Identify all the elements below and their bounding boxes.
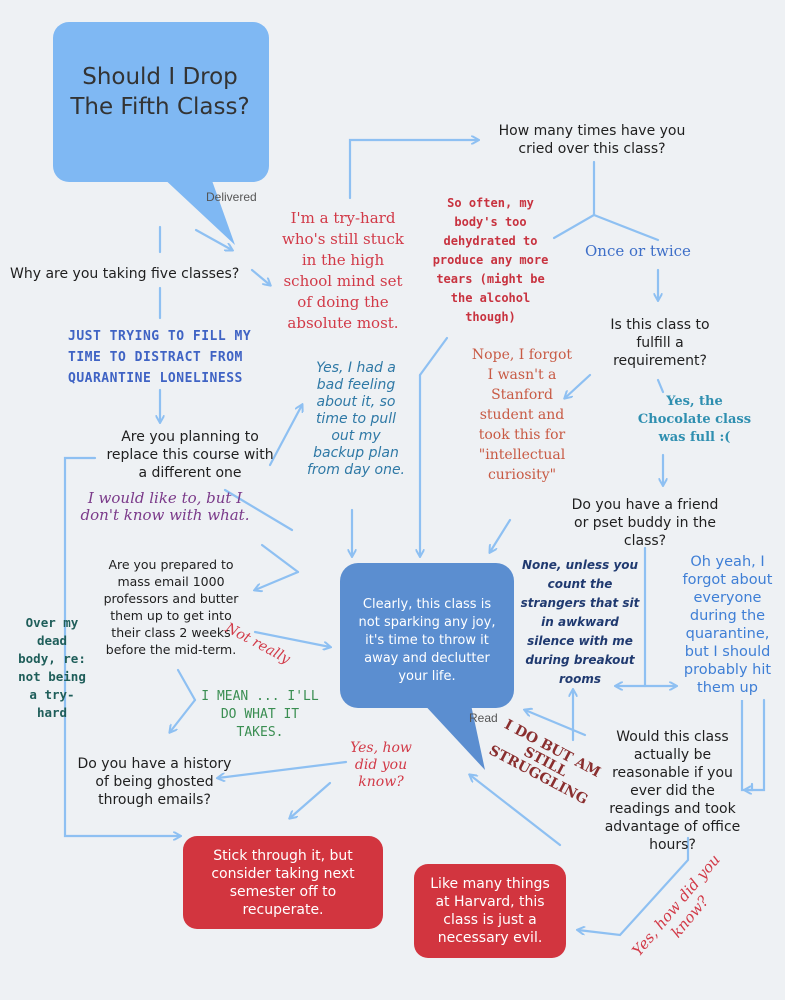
question-email: Are you prepared to mass email 1000 prof…	[103, 557, 239, 657]
delivered-status: Delivered	[206, 190, 257, 204]
answer-chocolate: Yes, the Chocolate class was full :(	[637, 394, 752, 445]
question-cried: How many times have you cried over this …	[498, 123, 686, 157]
question-reasonable: Would this class actually be reasonable …	[604, 729, 741, 853]
center-message: Clearly, this class is not sparking any …	[358, 597, 496, 684]
center-bubble	[340, 563, 514, 708]
question-friend: Do you have a friend or pset buddy in th…	[571, 497, 719, 549]
answer-nope: Nope, I forgot I wasn't a Stanford stude…	[471, 347, 573, 483]
answer-once: Once or twice	[585, 242, 691, 260]
answer-none: None, unless you count the strangers tha…	[520, 558, 640, 686]
center-bubble-tail	[420, 700, 485, 770]
question-ghosted: Do you have a history of being ghosted t…	[77, 756, 232, 808]
answer-tryhard: I'm a try-hard who's still stuck in the …	[282, 209, 404, 332]
title-bubble-tail	[160, 175, 235, 245]
answer-wouldlike: I would like to, but I don't know with w…	[80, 489, 250, 524]
answer-fill: JUST TRYING TO FILL MY TIME TO DISTRACT …	[68, 329, 252, 386]
question-replace: Are you planning to replace this course …	[106, 429, 274, 481]
question-requirement: Is this class to fulfill a requirement?	[610, 317, 710, 369]
page-title: Should I Drop The Fifth Class?	[70, 64, 250, 120]
answer-howdid: Yes, how did you know?	[350, 740, 412, 790]
answer-yesbad: Yes, I had a bad feeling about it, so ti…	[306, 360, 406, 478]
title-bubble	[53, 22, 269, 182]
read-status: Read	[469, 711, 498, 725]
answer-often: So often, my body's too dehydrated to pr…	[432, 196, 549, 324]
answer-overmy: Over my dead body, re: not being a try-h…	[18, 615, 86, 720]
answer-imean: I MEAN ... I'LL DO WHAT IT TAKES.	[201, 689, 319, 740]
answer-ohyeah: Oh yeah, I forgot about everyone during …	[682, 554, 773, 696]
outcome-stick: Stick through it, but consider taking ne…	[183, 836, 383, 929]
outcome-harvard: Like many things at Harvard, this class …	[414, 864, 566, 958]
question-why: Why are you taking five classes?	[10, 266, 240, 282]
